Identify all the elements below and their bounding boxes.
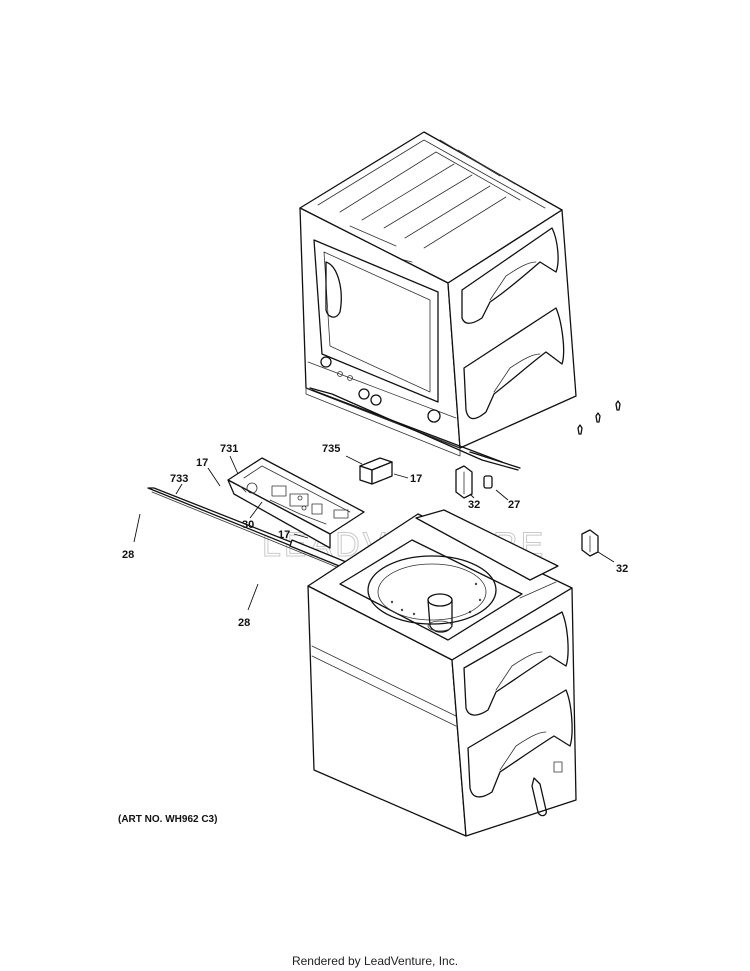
callout-17: 17 [278, 529, 290, 541]
part-27 [483, 475, 493, 489]
footer-credit: Rendered by LeadVenture, Inc. [291, 954, 459, 968]
callout-30: 30 [242, 519, 254, 531]
callout-27: 27 [508, 499, 520, 511]
dryer-side-face [447, 209, 577, 449]
dryer-side-recess-lower [463, 307, 565, 420]
washer-unit [307, 509, 577, 837]
washer-tub [367, 555, 497, 625]
dryer-side-recess-upper [461, 227, 559, 324]
door-handle [325, 261, 342, 318]
callout-735: 735 [322, 443, 340, 455]
callout-28: 28 [122, 549, 134, 561]
callout-32: 32 [468, 499, 480, 511]
control-box-731 [227, 457, 365, 549]
washer-side-recess-lower [467, 689, 573, 798]
washer-side-recess-upper [463, 611, 569, 716]
control-knob [320, 356, 332, 368]
dryer-unit [299, 131, 621, 471]
dryer-door [313, 239, 439, 403]
art-number: (ART NO. WH962 C3) [118, 814, 218, 825]
callout-731: 731 [220, 443, 238, 455]
callout-17: 17 [196, 457, 208, 469]
callout-28: 28 [238, 617, 250, 629]
screw [615, 400, 621, 411]
bracket-32-lower [581, 529, 599, 557]
drain-hose [531, 777, 547, 817]
washer-side-face [451, 587, 577, 837]
bracket-735 [359, 457, 393, 485]
callout-32: 32 [616, 563, 628, 575]
callout-17: 17 [410, 473, 422, 485]
callout-733: 733 [170, 473, 188, 485]
bracket-32-upper [455, 465, 473, 499]
